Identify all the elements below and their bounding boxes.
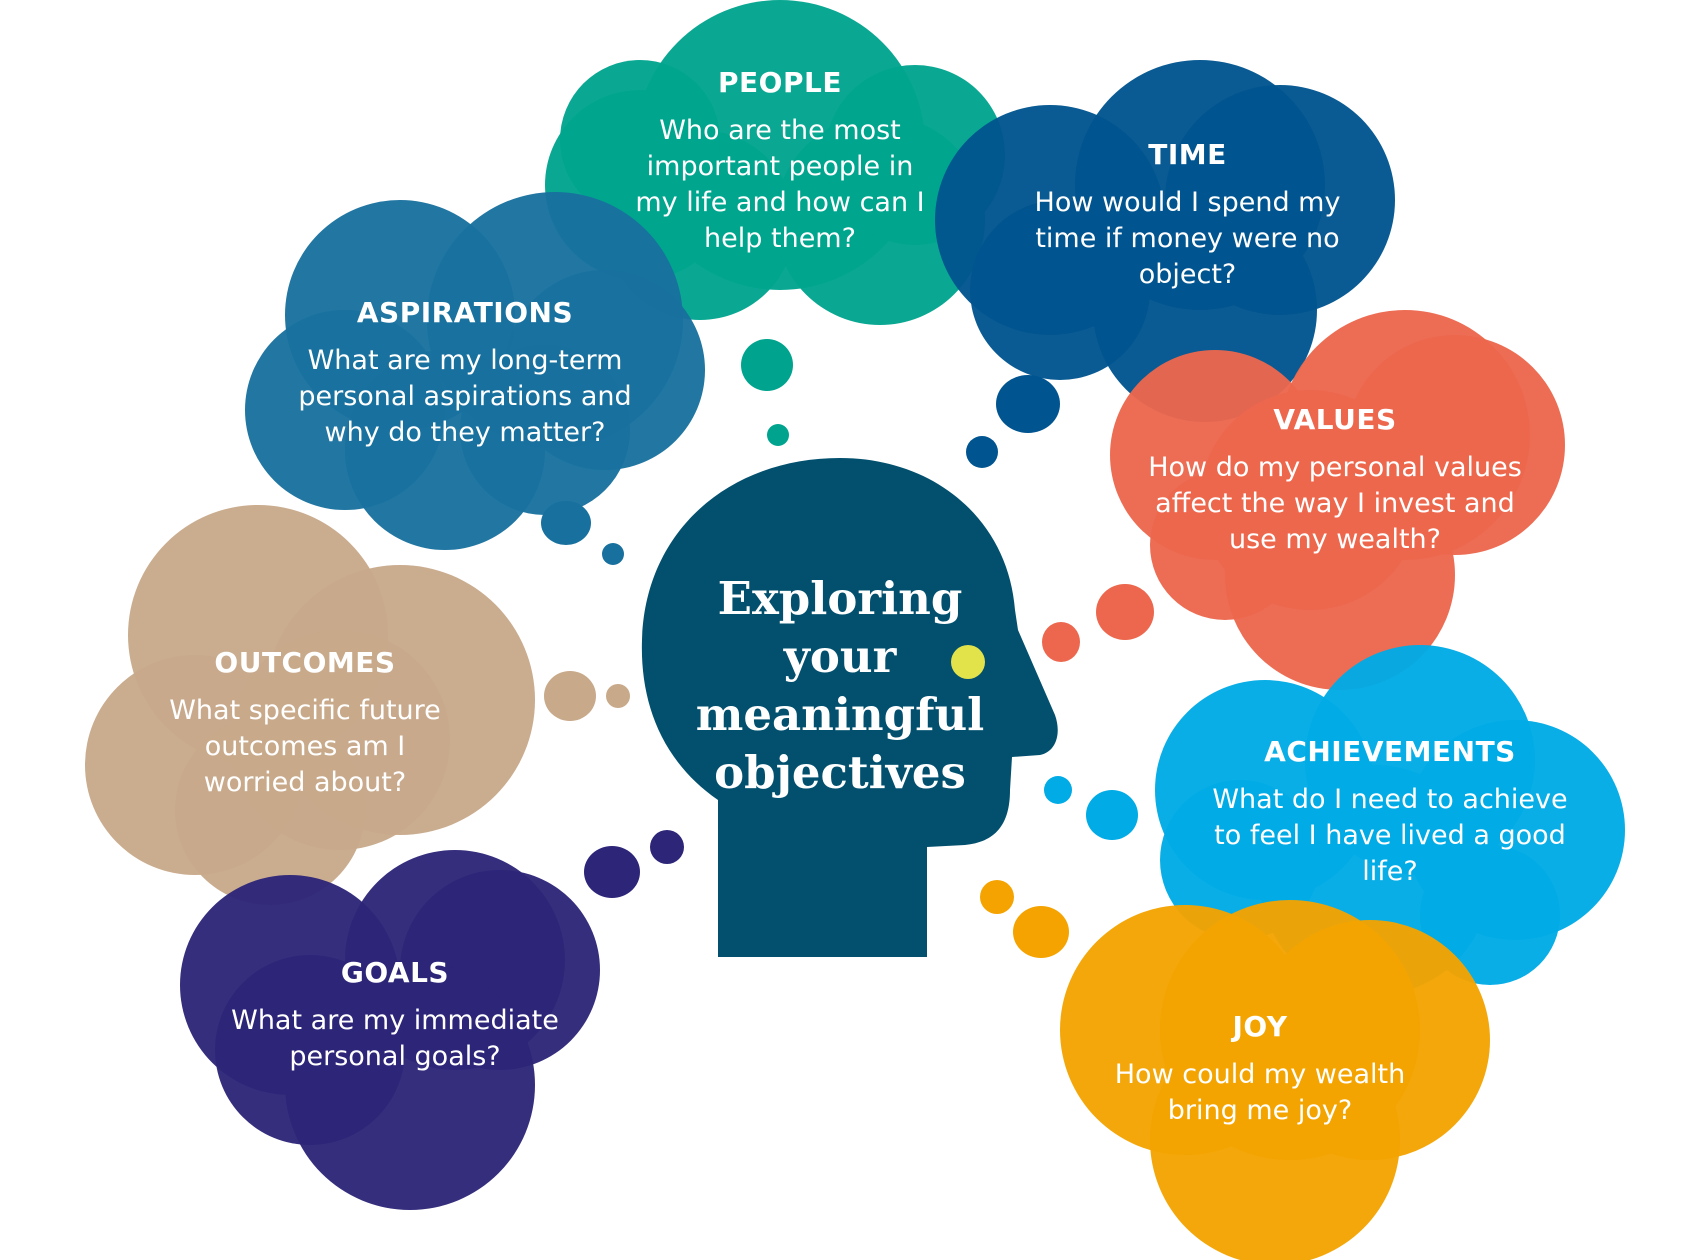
bubble-question: What are my long-term personal aspiratio… [298,345,632,448]
thought-dot [602,543,624,565]
bubble-question: How would I spend my time if money were … [1034,187,1341,290]
head-silhouette [641,458,1058,957]
bubble-goals-cloud [180,850,600,1210]
title-line: meaningful [695,688,985,741]
diagram-title: Exploring your meaningful objectives [690,570,990,802]
bubble-achievements-cloud [1155,645,1625,995]
thought-dot [1013,906,1069,958]
title-line: your [783,630,897,683]
bubble-values: VALUES How do my personal values affect … [1145,403,1525,558]
bubble-heading: TIME [1148,138,1227,171]
thought-dot [980,880,1014,914]
bubble-heading: OUTCOMES [214,646,396,679]
thought-dot [996,375,1060,433]
bubble-goals: GOALS What are my immediate personal goa… [215,956,575,1075]
bubble-question: What are my immediate personal goals? [231,1005,559,1072]
bubble-values-cloud [1110,310,1565,690]
thought-dot [584,846,640,898]
bubble-time: TIME How would I spend my time if money … [1020,138,1355,293]
thought-dot [1044,776,1072,804]
thought-dot [741,339,793,391]
bubble-question: Who are the most important people in my … [635,115,925,254]
bubble-outcomes-cloud [85,505,535,905]
thought-dot [1096,584,1154,640]
bubble-question: How could my wealth bring me joy? [1114,1059,1406,1126]
bubble-question: What do I need to achieve to feel I have… [1212,784,1568,887]
thought-dot [606,684,630,708]
bubble-joy: JOY How could my wealth bring me joy? [1110,1010,1410,1129]
bubble-heading: ACHIEVEMENTS [1264,735,1516,768]
bubble-achievements: ACHIEVEMENTS What do I need to achieve t… [1205,735,1575,890]
thought-dot [1042,622,1080,662]
bubble-question: How do my personal values affect the way… [1148,452,1522,555]
title-line: objectives [714,746,966,799]
thought-dot [966,436,998,468]
thought-dot [541,501,591,545]
bubble-outcomes: OUTCOMES What specific future outcomes a… [155,646,455,801]
bubble-heading: JOY [1232,1010,1288,1043]
bubble-joy-cloud [1060,900,1490,1260]
thought-dot [767,424,789,446]
bubble-heading: GOALS [340,956,450,989]
title-line: Exploring [717,572,963,625]
thought-dot [544,671,596,721]
bubble-heading: VALUES [1273,403,1397,436]
eye-dot [951,645,985,679]
bubble-aspirations: ASPIRATIONS What are my long-term person… [285,296,645,451]
thought-dot [650,830,684,864]
bubble-aspirations-cloud [245,192,705,550]
bubble-people: PEOPLE Who are the most important people… [625,66,935,257]
bubble-heading: PEOPLE [718,66,842,99]
bubble-question: What specific future outcomes am I worri… [169,695,441,798]
thought-dot [1086,790,1138,840]
bubble-heading: ASPIRATIONS [356,296,574,329]
